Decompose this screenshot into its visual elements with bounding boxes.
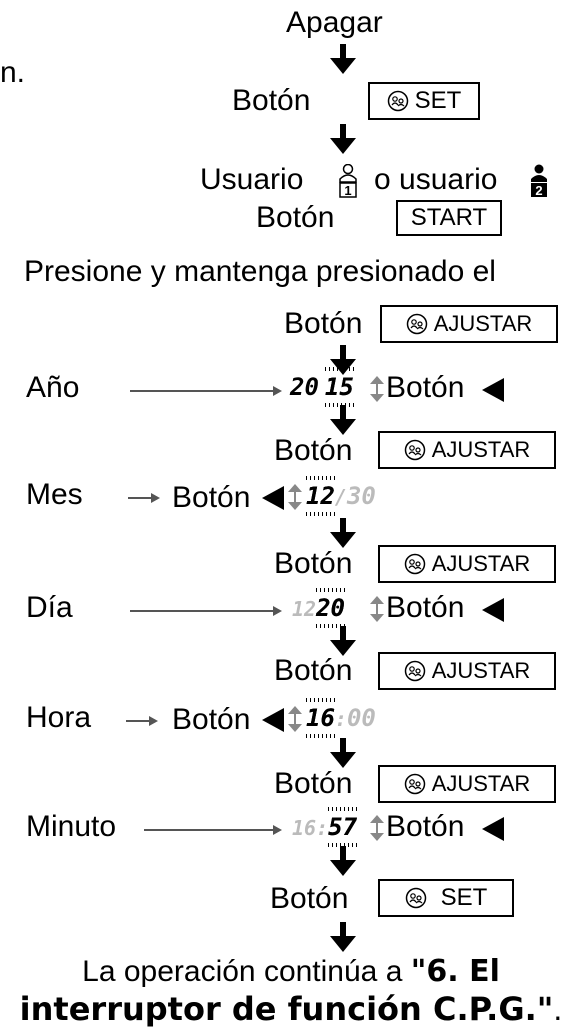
- final-prefix: La operación continúa a: [82, 955, 411, 988]
- button-label: Botón: [172, 481, 251, 514]
- adjust-button-label: AJUSTAR: [431, 551, 531, 576]
- power-off-label: Apagar: [286, 6, 383, 39]
- button-label: Botón: [172, 703, 251, 736]
- clock-person-icon: [404, 553, 425, 575]
- day-digits-blink: 20: [316, 594, 345, 622]
- button-label: Botón: [274, 654, 353, 687]
- clock-person-icon: [387, 90, 408, 112]
- day-label: Día: [26, 591, 73, 624]
- section-reference-part1: "6. El: [410, 954, 500, 989]
- down-arrow-icon: [330, 124, 356, 154]
- minute-digits-a: 16: [292, 816, 317, 840]
- button-label: Botón: [274, 434, 353, 467]
- button-label: Botón: [274, 547, 353, 580]
- start-button[interactable]: START: [396, 200, 502, 236]
- clock-person-icon: [406, 313, 427, 335]
- connector-line: [130, 606, 282, 616]
- adjust-button[interactable]: AJUSTAR: [378, 545, 556, 583]
- final-instruction-line1: La operación continúa a "6. El: [0, 954, 582, 989]
- button-label: Botón: [386, 591, 465, 624]
- month-display: 12/30: [306, 482, 376, 510]
- adjust-button[interactable]: AJUSTAR: [378, 431, 556, 469]
- up-down-arrow-icon: [288, 484, 302, 510]
- connector-line: [128, 493, 160, 503]
- start-button-label: START: [410, 204, 488, 231]
- adjust-button[interactable]: AJUSTAR: [378, 652, 556, 690]
- adjust-button[interactable]: AJUSTAR: [378, 765, 556, 803]
- up-down-arrow-icon: [288, 706, 302, 732]
- button-label: Botón: [270, 882, 349, 915]
- set-button-label: SET: [414, 87, 462, 114]
- button-label: Botón: [256, 201, 335, 234]
- user2-icon[interactable]: 2: [528, 164, 550, 198]
- left-triangle-button-icon[interactable]: [262, 708, 284, 732]
- connector-line: [126, 716, 158, 726]
- adjust-button-label: AJUSTAR: [431, 771, 531, 796]
- left-triangle-button-icon[interactable]: [482, 817, 504, 841]
- connector-line: [130, 386, 282, 396]
- up-down-arrow-icon: [370, 596, 384, 622]
- up-down-arrow-icon: [370, 815, 384, 841]
- button-label: Botón: [284, 307, 363, 340]
- up-down-arrow-icon: [370, 376, 384, 402]
- set-button-label: SET: [440, 884, 488, 911]
- final-instruction-line2: interruptor de función C.P.G.".: [0, 990, 582, 1028]
- minute-digits-blink: 57: [328, 813, 358, 841]
- clock-person-icon: [405, 887, 426, 909]
- down-arrow-icon: [330, 405, 356, 435]
- minute-display: 16:57: [292, 813, 358, 841]
- connector-line: [144, 825, 282, 835]
- user1-label: Usuario: [200, 163, 304, 196]
- down-arrow-icon: [330, 44, 356, 74]
- day-digits-a: 12: [292, 597, 317, 621]
- adjust-button[interactable]: AJUSTAR: [380, 305, 558, 343]
- down-arrow-icon: [330, 738, 356, 768]
- adjust-button-label: AJUSTAR: [431, 437, 531, 462]
- clock-person-icon: [404, 660, 425, 682]
- day-display: 1220: [292, 596, 345, 620]
- user1-number: 1: [344, 183, 351, 198]
- left-triangle-button-icon[interactable]: [482, 598, 504, 622]
- hour-label: Hora: [26, 701, 92, 734]
- month-digits-b: 30: [346, 482, 376, 510]
- down-arrow-icon: [330, 518, 356, 548]
- user2-number: 2: [535, 183, 542, 198]
- button-label: Botón: [386, 371, 465, 404]
- cut-off-text: n.: [0, 56, 26, 89]
- year-digits-blink: 15: [324, 373, 354, 401]
- button-label: Botón: [274, 767, 353, 800]
- year-label: Año: [26, 371, 80, 404]
- button-label: Botón: [232, 84, 311, 117]
- adjust-button-label: AJUSTAR: [433, 311, 533, 336]
- hour-display: 16:00: [306, 704, 376, 732]
- hour-digits-b: 00: [346, 704, 376, 732]
- down-arrow-icon: [330, 626, 356, 656]
- down-arrow-icon: [330, 846, 356, 876]
- press-hold-instruction: Presione y mantenga presionado el: [24, 255, 496, 288]
- or-user2-label: o usuario: [374, 163, 498, 196]
- left-triangle-button-icon[interactable]: [482, 378, 504, 402]
- set-button[interactable]: SET: [378, 879, 514, 917]
- year-digits-a: 20: [290, 373, 319, 401]
- button-label: Botón: [386, 810, 465, 843]
- down-arrow-icon: [330, 922, 356, 952]
- minute-label: Minuto: [26, 810, 117, 843]
- clock-person-icon: [404, 439, 425, 461]
- adjust-button-label: AJUSTAR: [431, 658, 531, 683]
- clock-person-icon: [404, 773, 425, 795]
- left-triangle-button-icon[interactable]: [262, 486, 284, 510]
- hour-digits-blink: 16: [306, 704, 335, 732]
- user1-icon[interactable]: 1: [337, 164, 359, 198]
- set-button[interactable]: SET: [368, 82, 480, 120]
- section-reference-part2: interruptor de función C.P.G.": [19, 990, 554, 1028]
- month-label: Mes: [26, 478, 83, 511]
- month-digits-blink: 12: [306, 482, 335, 510]
- final-period: .: [553, 991, 563, 1027]
